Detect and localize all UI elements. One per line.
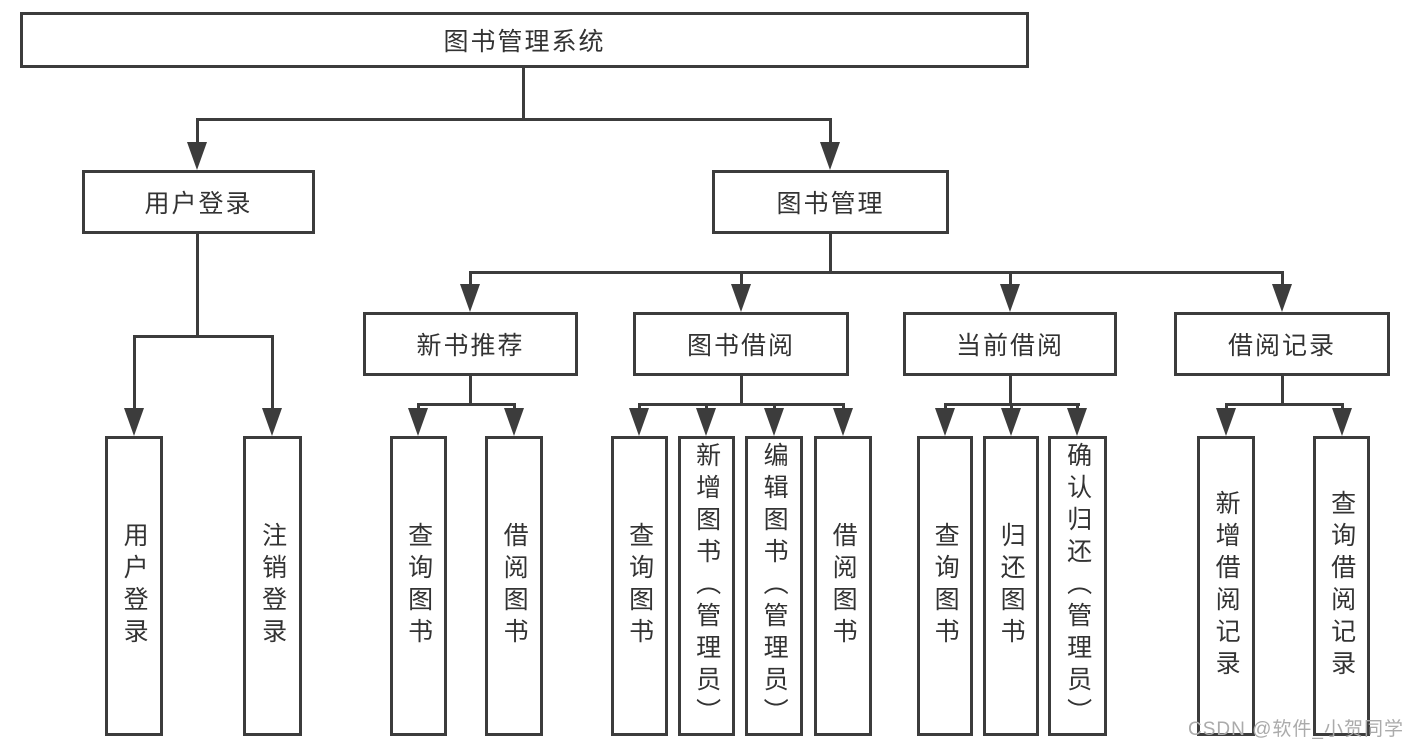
arrowhead-down-icon — [1332, 408, 1352, 436]
connector-new-book-trunk — [469, 376, 472, 406]
node-return-book: 归还图书 — [983, 436, 1039, 736]
connector-stem — [196, 118, 199, 144]
connector-book-borrow-trunk — [740, 376, 743, 406]
node-label: 归还图书 — [997, 522, 1026, 650]
arrowhead-down-icon — [124, 408, 144, 436]
connector-stem — [944, 403, 947, 411]
connector-new-book-rail — [417, 403, 516, 406]
node-label: 注销登录 — [258, 522, 287, 650]
arrowhead-down-icon — [629, 408, 649, 436]
connector-stem — [513, 403, 516, 411]
watermark: CSDN @软件_小贺同学 — [1188, 719, 1404, 740]
arrowhead-down-icon — [187, 142, 207, 170]
arrowhead-down-icon — [504, 408, 524, 436]
arrowhead-down-icon — [408, 408, 428, 436]
node-query-book-borrowing: 查询图书 — [611, 436, 668, 736]
connector-stem — [1009, 271, 1012, 286]
node-borrowing-records: 借阅记录 — [1174, 312, 1390, 376]
node-query-book-recommend: 查询图书 — [390, 436, 447, 736]
node-label: 查询图书 — [625, 522, 654, 650]
arrowhead-down-icon — [1216, 408, 1236, 436]
connector-stem — [1225, 403, 1228, 411]
connector-stem — [1010, 403, 1013, 411]
connector-stem — [1341, 403, 1344, 411]
connector-stem — [773, 403, 776, 411]
connector-stem — [842, 403, 845, 411]
connector-stem — [271, 335, 274, 410]
node-label: 新增借阅记录 — [1212, 490, 1241, 682]
node-borrow-book-recommend: 借阅图书 — [485, 436, 543, 736]
connector-stem — [133, 335, 136, 410]
node-label: 图书借阅 — [686, 332, 795, 360]
node-label: 查询借阅记录 — [1327, 490, 1356, 682]
node-label: 查询图书 — [404, 522, 433, 650]
connector-book-borrow-rail — [638, 403, 845, 406]
connector-records-rail — [1225, 403, 1344, 406]
connector-stem — [1076, 403, 1079, 411]
node-label: 借阅记录 — [1227, 332, 1336, 360]
connector-records-trunk — [1281, 376, 1284, 406]
connector-book-mgmt-trunk — [829, 234, 832, 274]
node-book-management-group: 图书管理 — [712, 170, 949, 234]
arrowhead-down-icon — [833, 408, 853, 436]
node-user-login-action: 用户登录 — [105, 436, 163, 736]
arrowhead-down-icon — [1272, 284, 1292, 312]
arrowhead-down-icon — [696, 408, 716, 436]
node-borrow-book-action: 借阅图书 — [814, 436, 872, 736]
node-label: 用户登录 — [120, 522, 149, 650]
arrowhead-down-icon — [764, 408, 784, 436]
node-new-book-recommend: 新书推荐 — [363, 312, 578, 376]
connector-user-login-trunk — [196, 234, 199, 337]
connector-stem — [638, 403, 641, 411]
node-label: 图书管理 — [776, 190, 885, 218]
node-label: 确认归还（管理员） — [1063, 442, 1092, 730]
connector-user-login-rail — [133, 335, 274, 338]
node-user-login-group: 用户登录 — [82, 170, 315, 234]
connector-level1-rail — [196, 118, 832, 121]
node-logout-action: 注销登录 — [243, 436, 302, 736]
node-label: 用户登录 — [144, 190, 253, 218]
connector-stem — [1281, 271, 1284, 286]
node-label: 当前借阅 — [955, 332, 1064, 360]
node-query-book-current: 查询图书 — [917, 436, 973, 736]
connector-current-borrow-trunk — [1009, 376, 1012, 406]
node-label: 借阅图书 — [829, 522, 858, 650]
arrowhead-down-icon — [935, 408, 955, 436]
connector-root-trunk — [522, 68, 525, 121]
node-label: 新书推荐 — [416, 332, 525, 360]
node-library-management-system: 图书管理系统 — [20, 12, 1029, 68]
arrowhead-down-icon — [1001, 408, 1021, 436]
connector-stem — [469, 271, 472, 286]
connector-stem — [417, 403, 420, 411]
connector-stem — [829, 118, 832, 144]
node-label: 新增图书（管理员） — [692, 442, 721, 730]
node-add-borrow-record: 新增借阅记录 — [1197, 436, 1255, 736]
arrowhead-down-icon — [262, 408, 282, 436]
node-confirm-return-admin: 确认归还（管理员） — [1048, 436, 1107, 736]
connector-stem — [740, 271, 743, 286]
node-label: 查询图书 — [931, 522, 960, 650]
node-label: 编辑图书（管理员） — [760, 442, 789, 730]
node-add-book-admin: 新增图书（管理员） — [678, 436, 735, 736]
node-book-borrowing: 图书借阅 — [633, 312, 849, 376]
arrowhead-down-icon — [731, 284, 751, 312]
arrowhead-down-icon — [1000, 284, 1020, 312]
connector-stem — [705, 403, 708, 411]
arrowhead-down-icon — [820, 142, 840, 170]
arrowhead-down-icon — [1067, 408, 1087, 436]
node-edit-book-admin: 编辑图书（管理员） — [745, 436, 803, 736]
node-label: 图书管理系统 — [443, 28, 606, 56]
node-current-borrowing: 当前借阅 — [903, 312, 1117, 376]
node-label: 借阅图书 — [500, 522, 529, 650]
connector-level2-rail — [469, 271, 1284, 274]
node-query-borrow-record: 查询借阅记录 — [1313, 436, 1370, 736]
arrowhead-down-icon — [460, 284, 480, 312]
